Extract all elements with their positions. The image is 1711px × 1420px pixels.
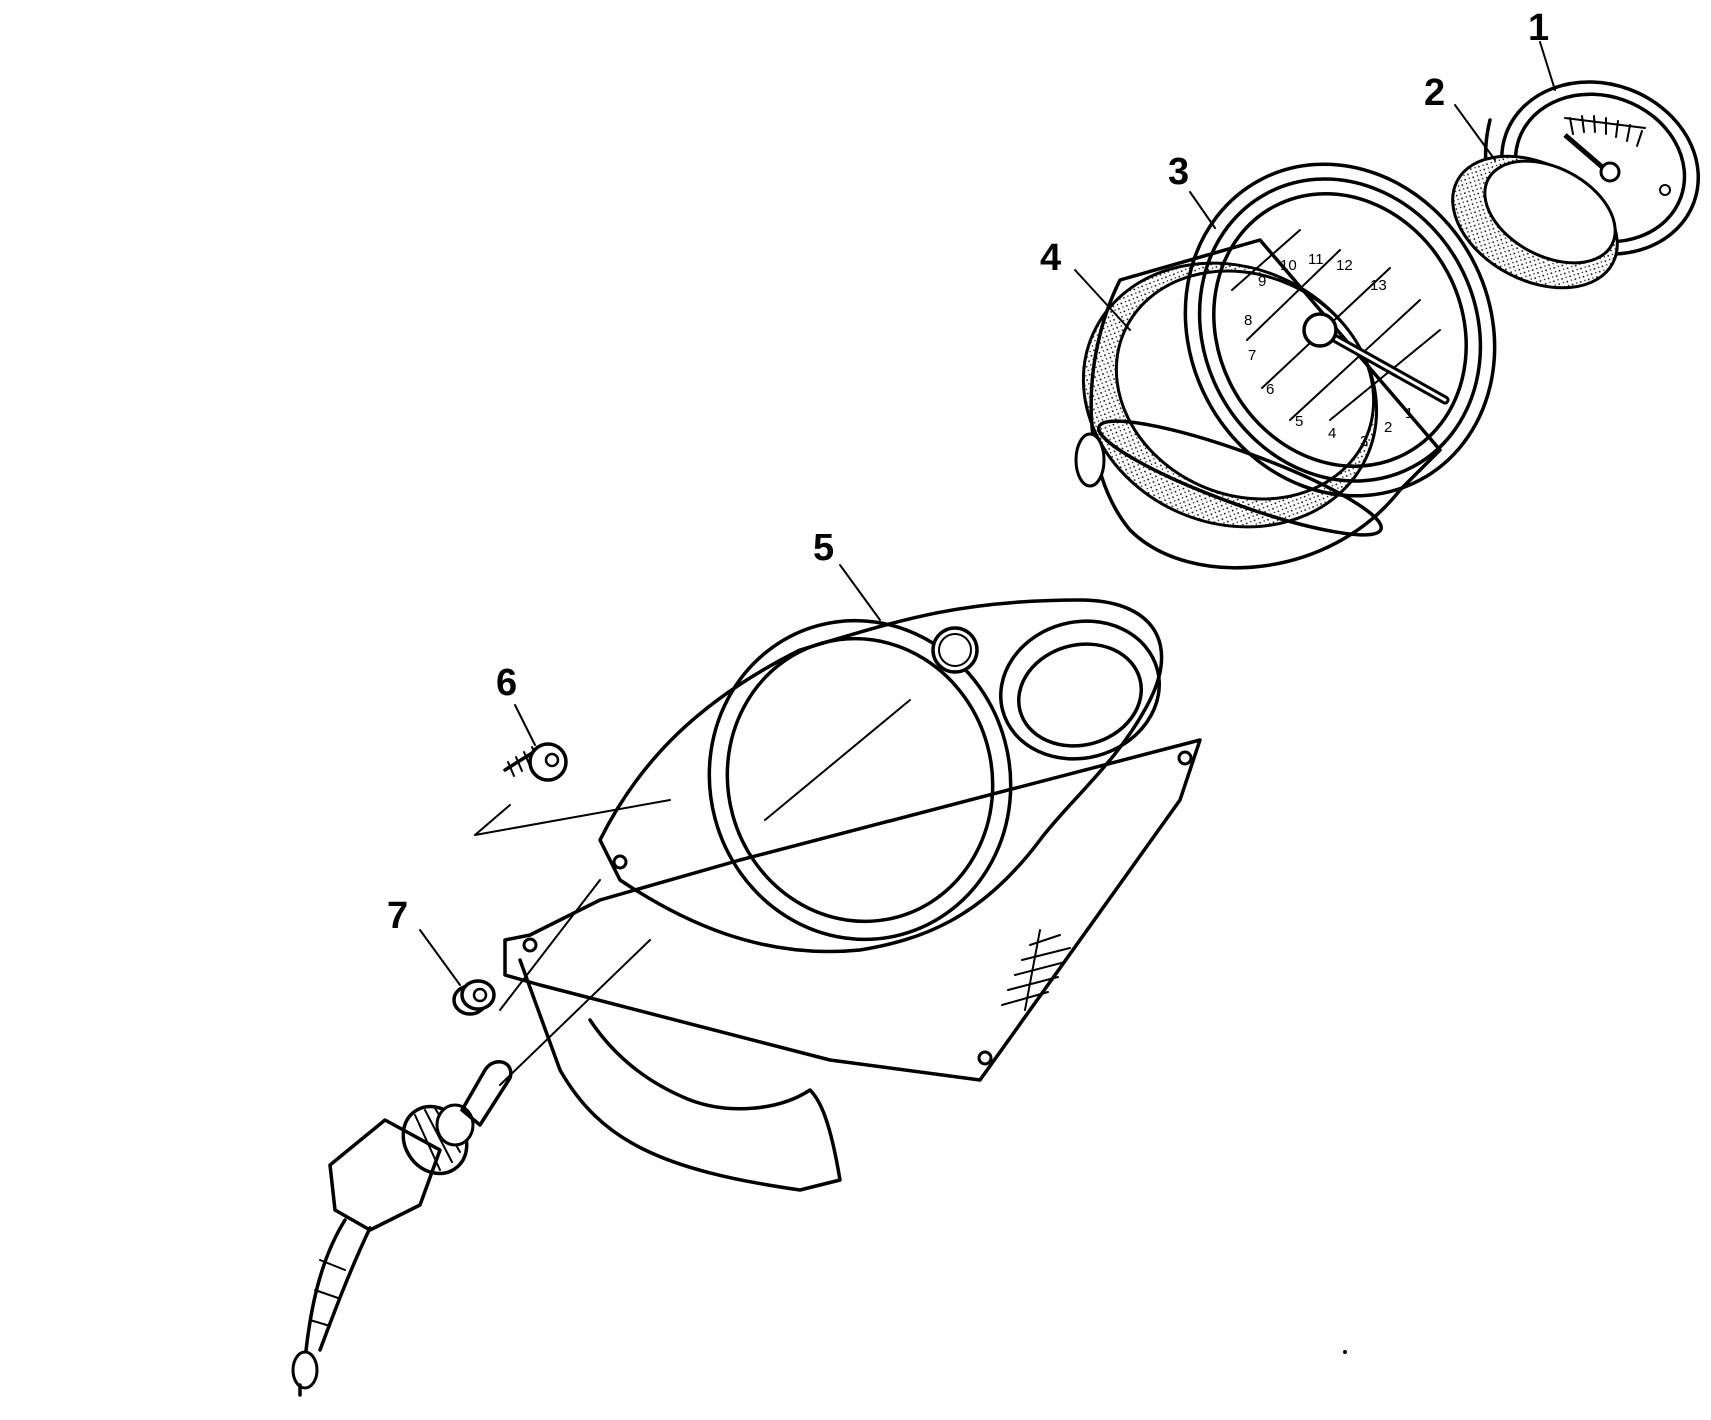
screw (503, 742, 568, 782)
dial-numeral: 11 (1308, 251, 1324, 268)
dial-numeral: 12 (1336, 257, 1353, 274)
tachometer-seal-ring (1081, 261, 1379, 529)
dial-numeral: 10 (1280, 257, 1297, 274)
callout-label-1: 1 (1528, 7, 1549, 49)
callout-labels: 1 2 3 4 5 6 7 (387, 7, 1549, 937)
assembly-lines (474, 699, 911, 1086)
dial-numeral: 9 (1258, 273, 1266, 290)
dial-numeral: 5 (1295, 413, 1303, 430)
dial-numeral: 6 (1266, 381, 1274, 398)
dial-numeral: 1 (1405, 405, 1413, 422)
callout-label-6: 6 (496, 662, 517, 704)
dial-numeral: 8 (1244, 312, 1252, 329)
gauge-housing-panel (503, 598, 1202, 1192)
dial-numeral: 3 (1360, 433, 1368, 450)
dial-numeral: 4 (1328, 425, 1336, 442)
tachometer-dial-numerals: 1 2 3 4 5 6 7 8 9 10 11 12 13 (1244, 251, 1413, 450)
callout-label-7: 7 (387, 895, 408, 937)
callout-leaders (419, 41, 1556, 986)
toggle-switch (291, 1059, 513, 1397)
callout-label-5: 5 (813, 527, 834, 569)
dial-numeral: 7 (1248, 347, 1256, 364)
callout-label-4: 4 (1040, 237, 1061, 279)
dial-numeral: 2 (1384, 419, 1392, 436)
dial-numeral: 13 (1370, 277, 1387, 294)
nut (452, 979, 496, 1016)
tachometer (1074, 162, 1497, 570)
callout-label-2: 2 (1424, 72, 1445, 114)
stray-dot (1343, 1350, 1347, 1354)
callout-label-3: 3 (1168, 151, 1189, 193)
small-gauge-seal-ring (1451, 154, 1619, 290)
